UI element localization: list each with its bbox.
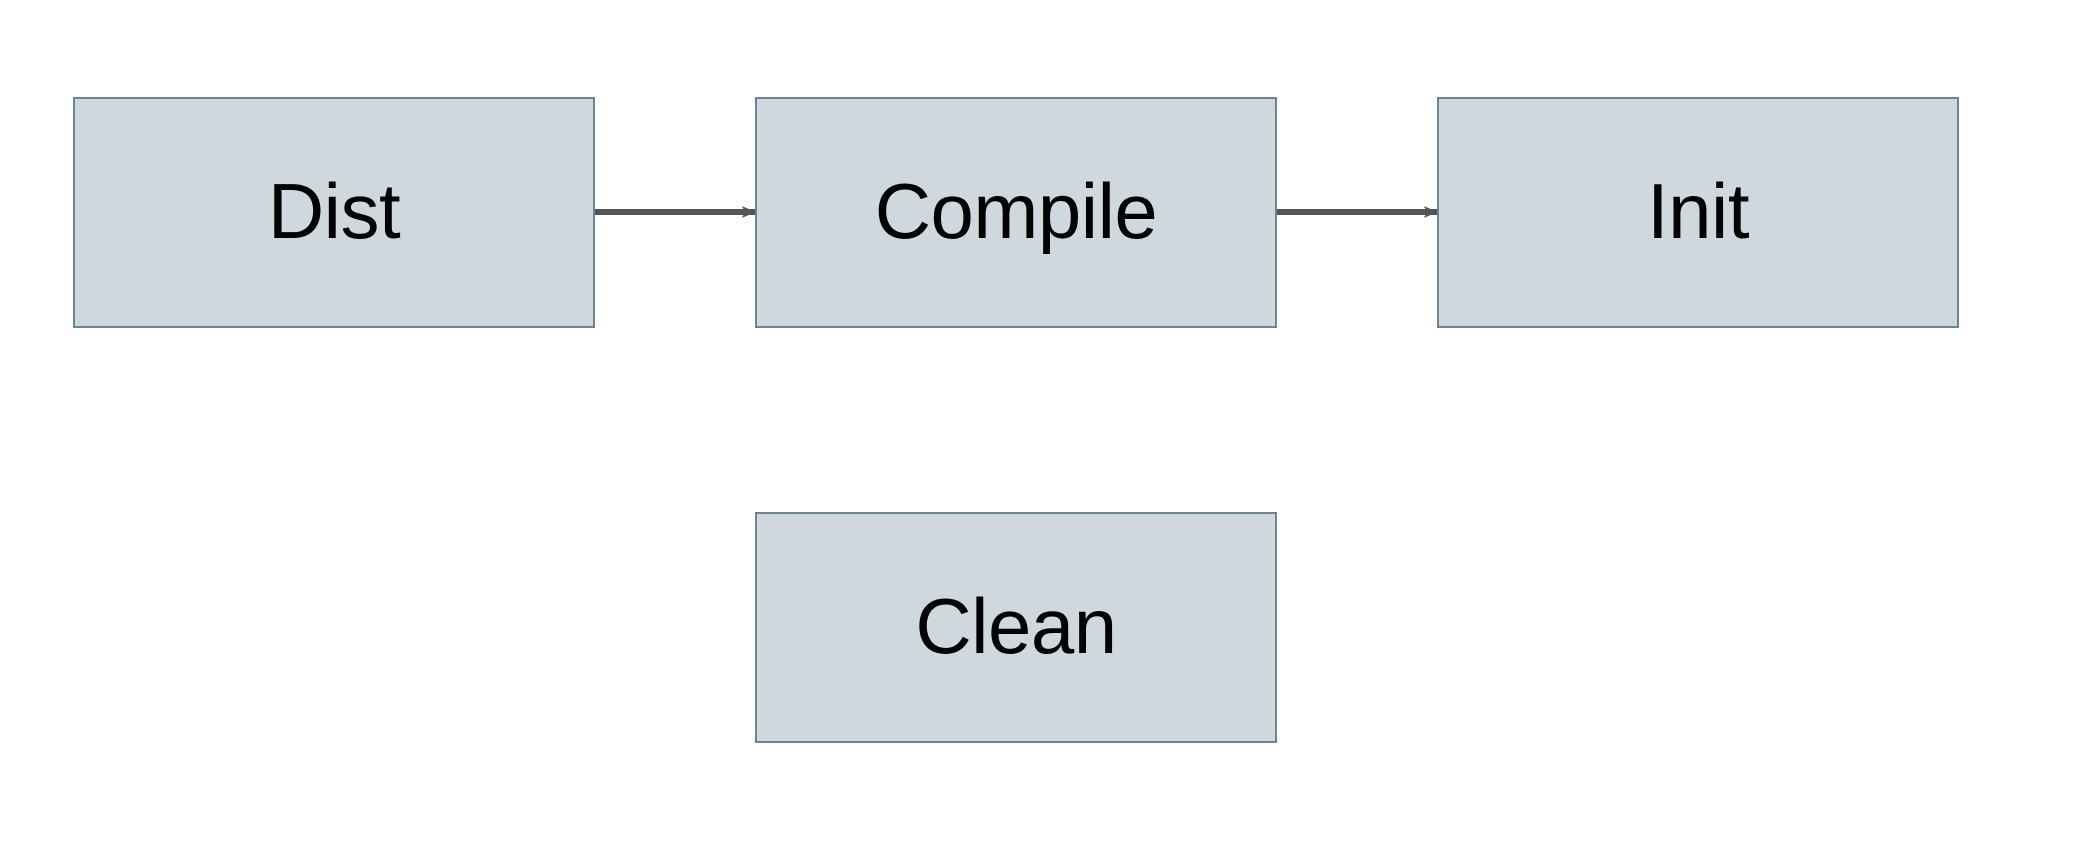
- node-compile[interactable]: Compile: [755, 97, 1277, 328]
- node-label: Init: [1646, 166, 1750, 255]
- node-clean[interactable]: Clean: [755, 512, 1277, 743]
- node-label: Dist: [267, 166, 401, 255]
- node-dist[interactable]: Dist: [73, 97, 595, 328]
- node-label: Compile: [874, 166, 1158, 255]
- node-label: Clean: [915, 581, 1117, 670]
- node-init[interactable]: Init: [1437, 97, 1959, 328]
